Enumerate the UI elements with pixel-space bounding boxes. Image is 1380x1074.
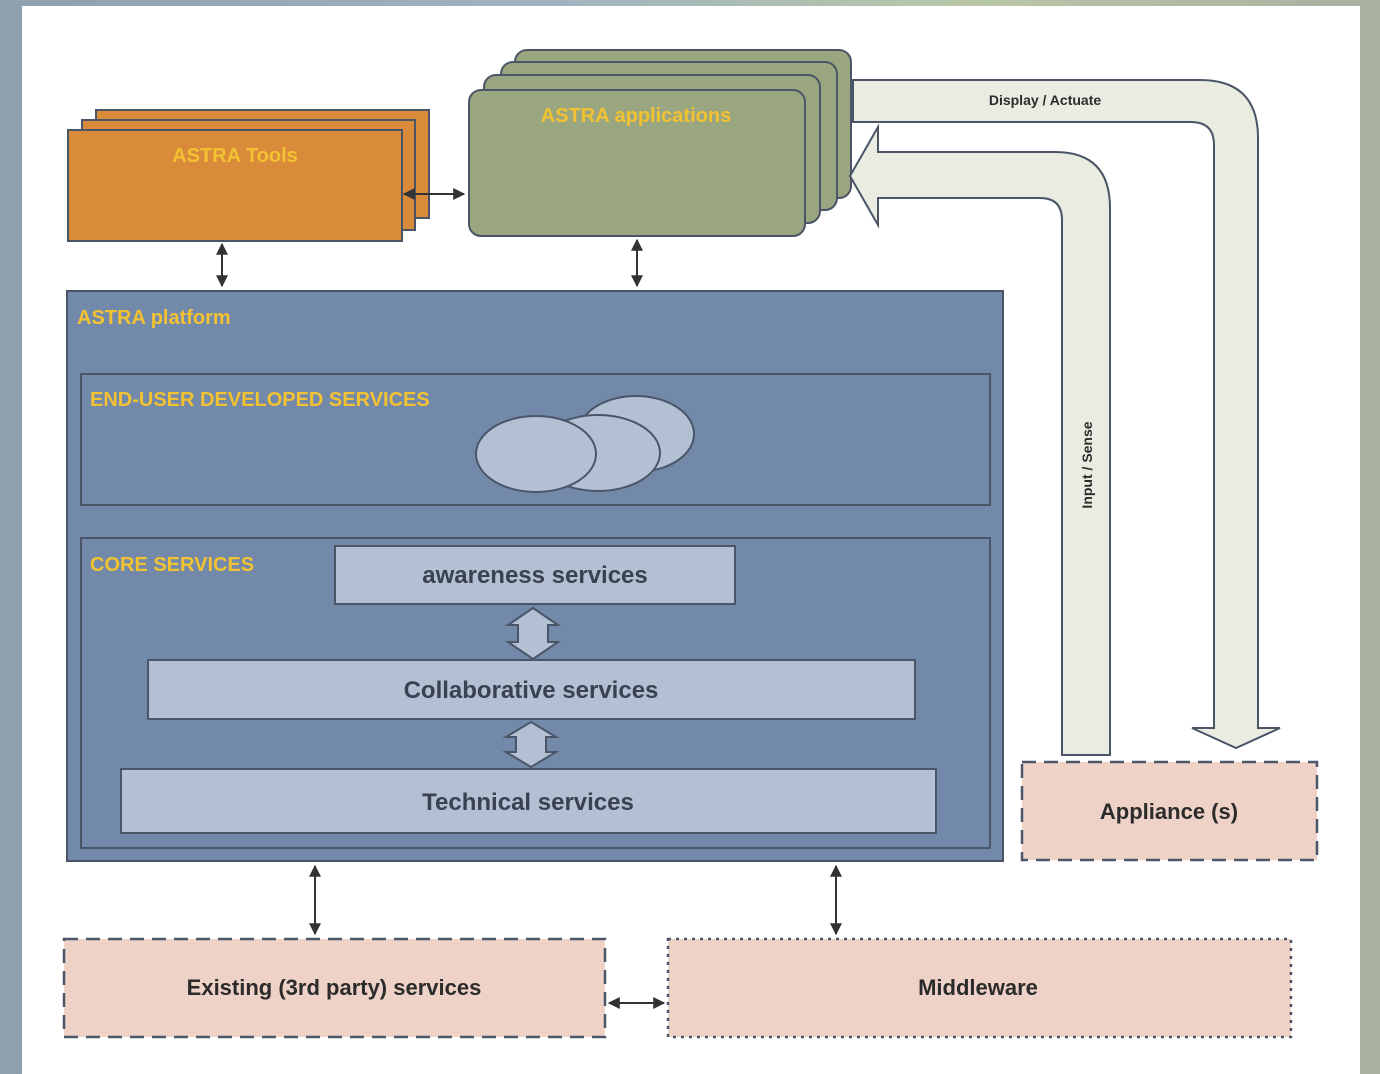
astra-applications-stack: ASTRA applications (468, 49, 852, 237)
astra-tools-box (67, 129, 403, 242)
existing-services-box: Existing (3rd party) services (62, 937, 607, 1039)
astra-platform: ASTRA platform END-USER DEVELOPED SERVIC… (66, 290, 1004, 862)
end-user-services-section: END-USER DEVELOPED SERVICES (80, 373, 991, 506)
astra-applications-box (468, 89, 806, 237)
existing-services-label: Existing (3rd party) services (187, 975, 482, 1000)
astra-applications-label: ASTRA applications (541, 105, 731, 127)
input-sense-arrow: Input / Sense (848, 123, 1111, 756)
display-actuate-label: Display / Actuate (989, 92, 1102, 108)
astra-tools-label: ASTRA Tools (172, 145, 298, 167)
core-services-section: CORE SERVICES awareness services Collabo… (80, 537, 991, 849)
collaborative-services-label: Collaborative services (404, 677, 659, 704)
technical-services-box (120, 768, 937, 834)
appliance-label: Appliance (s) (1100, 799, 1238, 824)
awareness-services-box (334, 545, 736, 605)
middleware-label: Middleware (918, 975, 1038, 1000)
display-actuate-arrow: Display / Actuate (852, 79, 1281, 750)
service-bubble (475, 415, 597, 493)
collaborative-services-box (147, 659, 916, 720)
technical-services-label: Technical services (422, 789, 634, 816)
core-services-label: CORE SERVICES (90, 554, 254, 576)
collab-technical-arrow (502, 720, 560, 769)
input-sense-label: Input / Sense (1079, 421, 1095, 508)
astra-platform-label: ASTRA platform (77, 307, 231, 329)
astra-tools-stack: ASTRA Tools (67, 109, 430, 242)
end-user-services-label: END-USER DEVELOPED SERVICES (90, 389, 430, 411)
middleware-box: Middleware (666, 937, 1293, 1039)
appliance-box: Appliance (s) (1020, 760, 1319, 862)
awareness-services-label: awareness services (422, 562, 648, 589)
